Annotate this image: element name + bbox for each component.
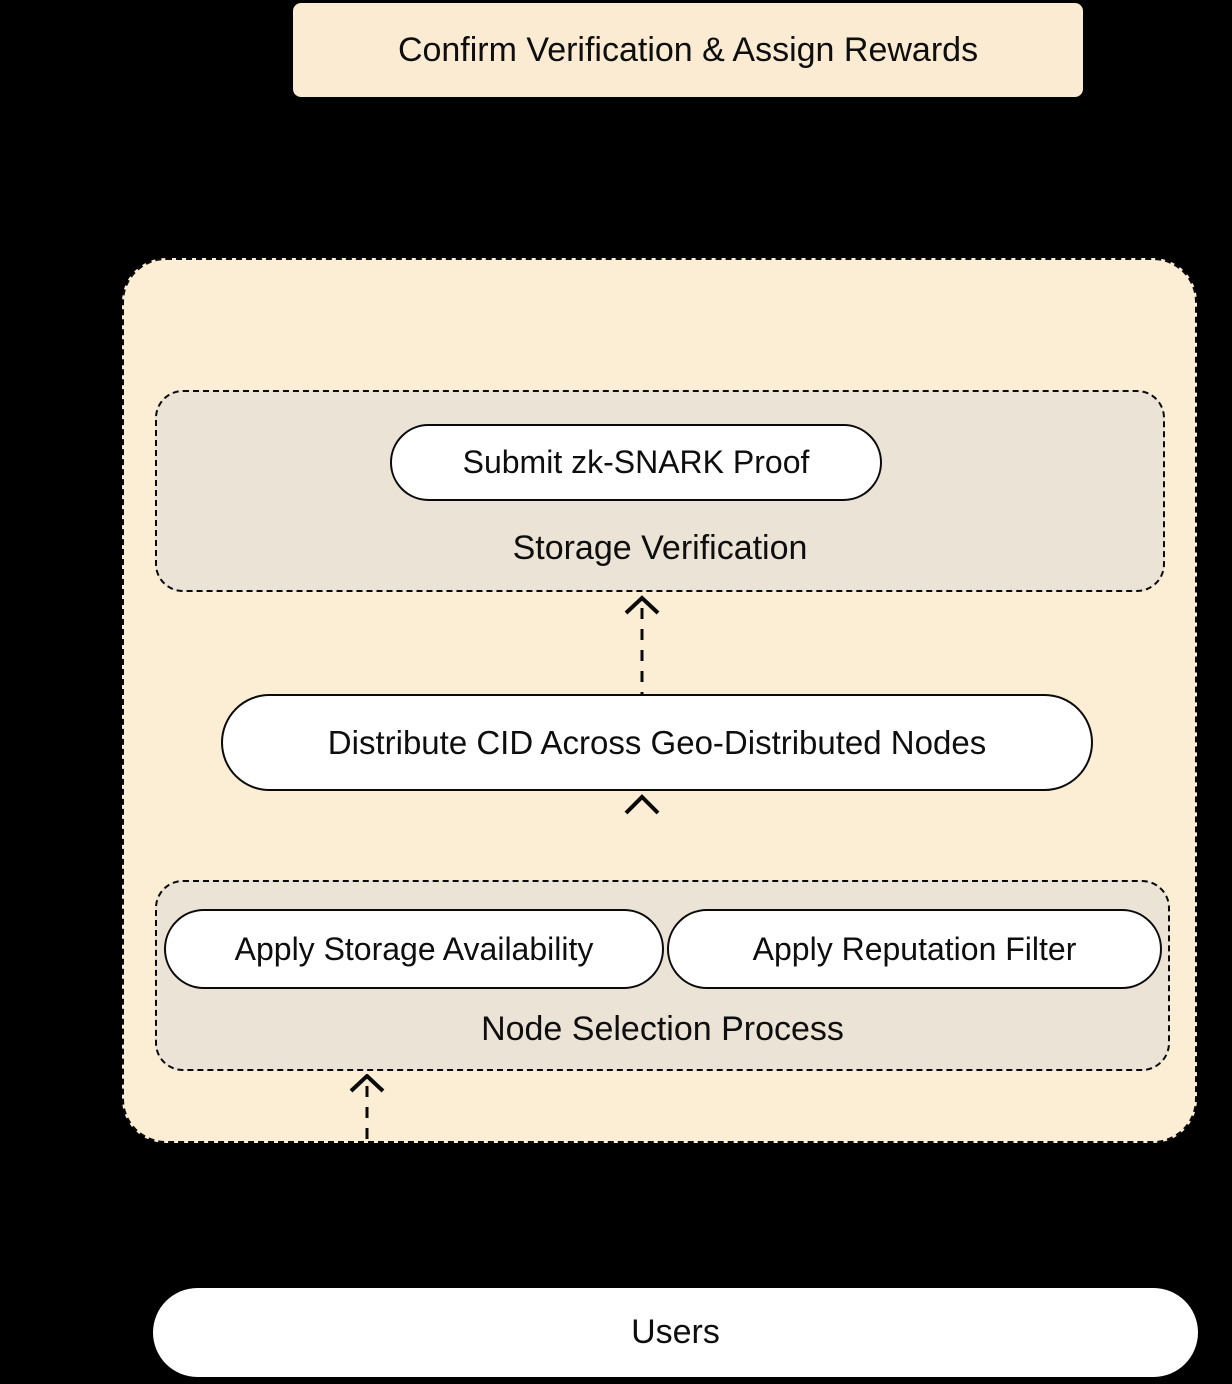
- apply-storage-availability-label: Apply Storage Availability: [234, 930, 594, 967]
- node-selection-cluster-label: Node Selection Process: [481, 1010, 844, 1048]
- confirm-verification-rewards-box: Confirm Verification & Assign Rewards: [293, 3, 1083, 97]
- apply-reputation-filter-node: Apply Reputation Filter: [667, 909, 1162, 989]
- storage-verification-cluster: Submit zk-SNARK Proof Storage Verificati…: [155, 390, 1165, 592]
- submit-zk-snark-proof-node: Submit zk-SNARK Proof: [390, 424, 882, 501]
- dashed-arrow-users-to-node-selection: [349, 1074, 385, 1145]
- distribute-cid-label: Distribute CID Across Geo-Distributed No…: [327, 723, 987, 761]
- node-selection-cluster: Apply Storage Availability Apply Reputat…: [155, 880, 1170, 1071]
- storage-verification-cluster-label: Storage Verification: [512, 529, 808, 567]
- users-label: Users: [631, 1313, 720, 1351]
- workflow-container: Submit zk-SNARK Proof Storage Verificati…: [122, 258, 1197, 1145]
- users-node: Users: [153, 1288, 1198, 1377]
- arrowhead-node-selection-to-distribute: [624, 794, 660, 815]
- dashed-arrow-distribute-to-storage-verification: [624, 595, 660, 694]
- apply-storage-availability-node: Apply Storage Availability: [164, 909, 664, 989]
- confirm-verification-rewards-label: Confirm Verification & Assign Rewards: [397, 30, 979, 69]
- apply-reputation-filter-label: Apply Reputation Filter: [752, 930, 1077, 967]
- submit-zk-snark-proof-label: Submit zk-SNARK Proof: [462, 444, 810, 480]
- distribute-cid-node: Distribute CID Across Geo-Distributed No…: [221, 694, 1093, 791]
